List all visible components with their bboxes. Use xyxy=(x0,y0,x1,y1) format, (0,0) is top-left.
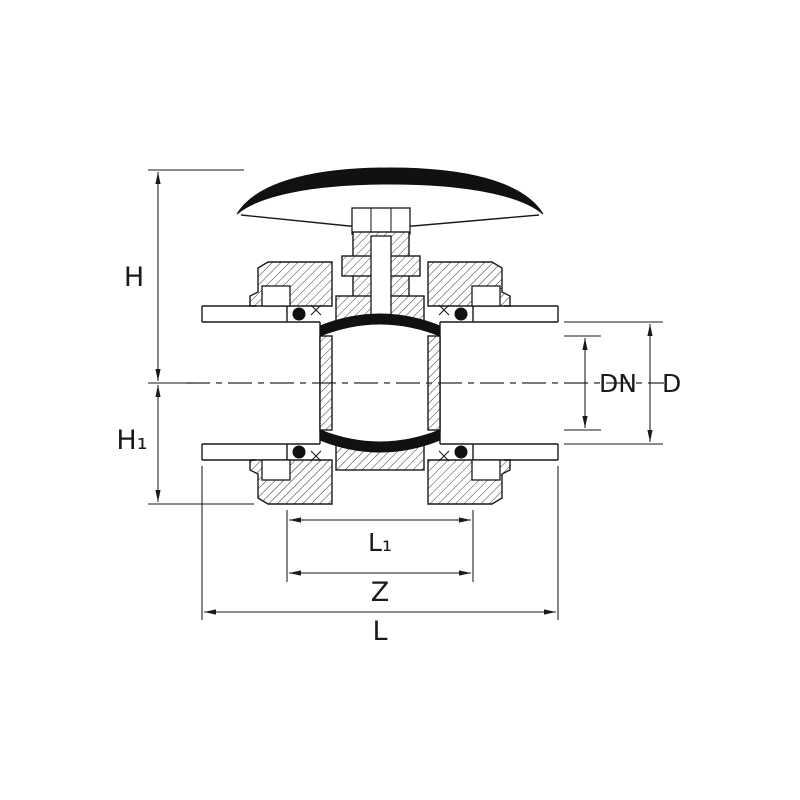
gland-step-bottom-left xyxy=(261,459,291,481)
dimension-D: D xyxy=(564,321,681,445)
gland-step-top-left xyxy=(261,285,291,307)
ball-carrier xyxy=(319,313,441,453)
dimension-H1: H₁ xyxy=(116,385,254,505)
pipe-left xyxy=(201,305,320,461)
dimension-L: L xyxy=(201,466,559,647)
dimension-DN: DN xyxy=(564,335,637,431)
dimension-Z: Z xyxy=(289,570,471,608)
dimension-DN-label: DN xyxy=(599,369,637,398)
valve-handle xyxy=(236,167,544,235)
dimension-L1-label: L₁ xyxy=(368,528,392,557)
seal-cross-top-right xyxy=(438,304,450,316)
dimension-H1-label: H₁ xyxy=(116,425,147,456)
dimension-L-label: L xyxy=(372,616,387,647)
union-nuts xyxy=(249,261,511,505)
ball-seat-bottom xyxy=(319,429,441,453)
valve-stem-assembly xyxy=(335,231,425,323)
dimension-L1: L₁ xyxy=(286,510,474,582)
dimension-Z-label: Z xyxy=(371,577,390,608)
handle-hub xyxy=(351,207,411,235)
pipe-right xyxy=(440,305,559,461)
o-ring-top-left xyxy=(292,307,306,321)
seal-cross-top-left xyxy=(310,304,322,316)
handle-underside-left xyxy=(240,214,350,227)
o-ring-seals xyxy=(292,304,468,462)
dimension-H-label: H xyxy=(124,262,144,293)
seal-cross-bottom-left xyxy=(310,450,322,462)
gland-step-bottom-right xyxy=(471,459,501,481)
o-ring-bottom-right xyxy=(454,445,468,459)
handle-top-band xyxy=(236,167,544,215)
stem-shaft-slot xyxy=(370,235,392,317)
dimension-D-label: D xyxy=(662,369,681,398)
ball-seat-top xyxy=(319,313,441,337)
handle-underside-right xyxy=(412,214,540,227)
seal-cross-bottom-right xyxy=(438,450,450,462)
gland-step-top-right xyxy=(471,285,501,307)
dimension-H: H xyxy=(124,169,244,384)
o-ring-top-right xyxy=(454,307,468,321)
o-ring-bottom-left xyxy=(292,445,306,459)
